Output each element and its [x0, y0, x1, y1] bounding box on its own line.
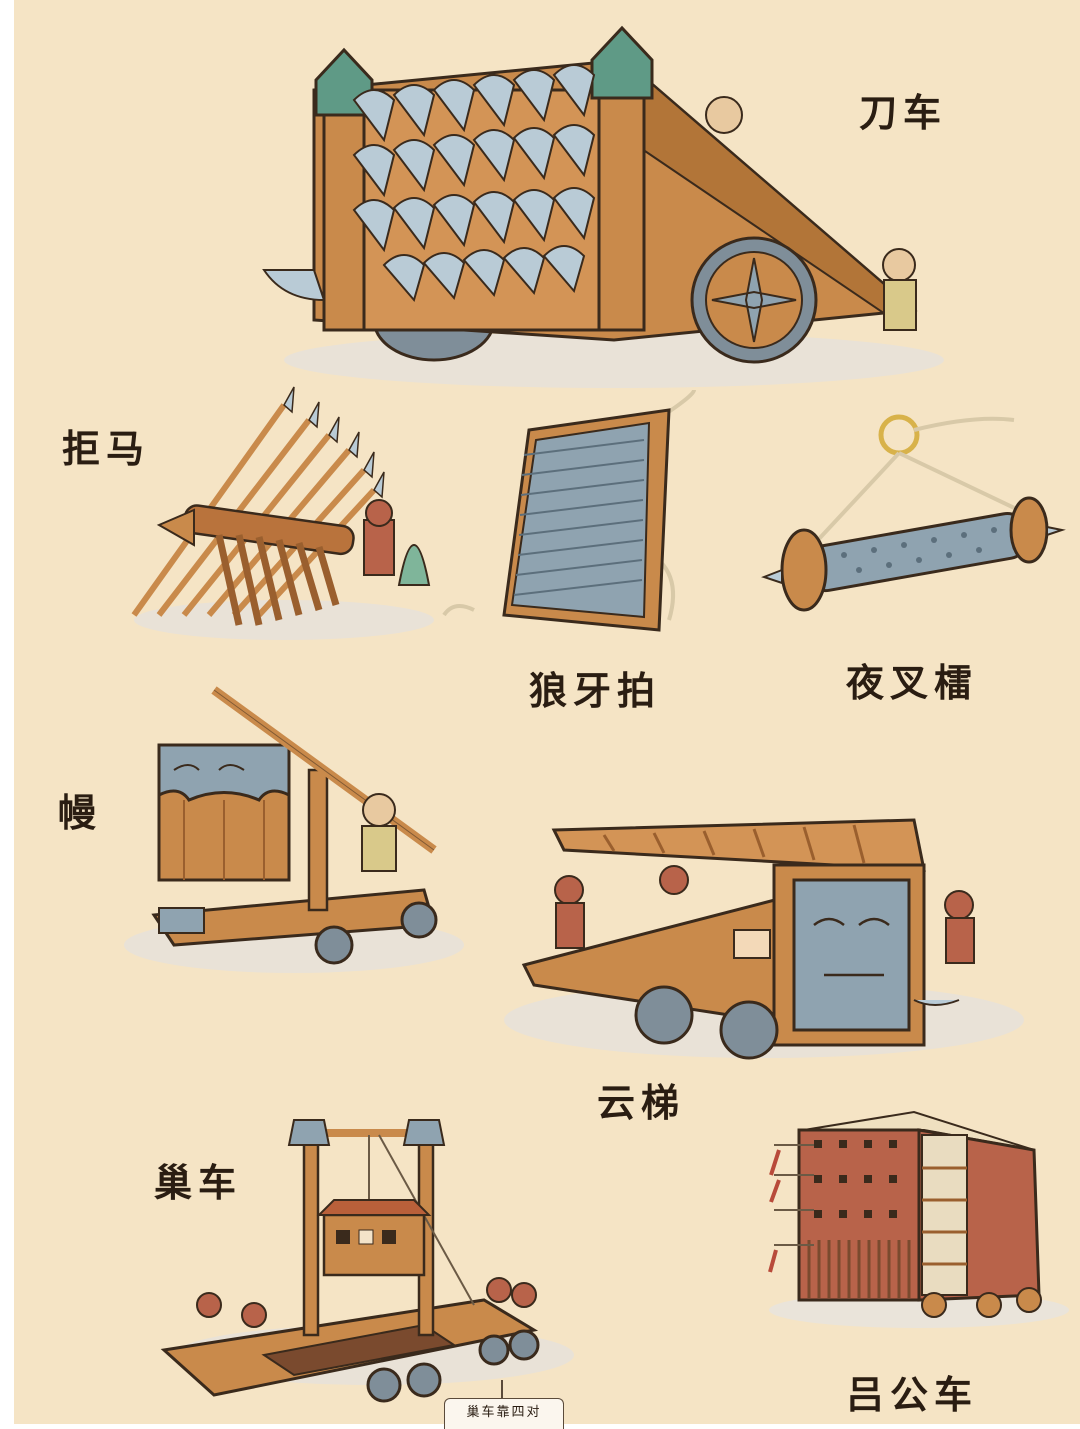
chao-che-illustration	[154, 1105, 574, 1403]
man-illustration	[114, 680, 474, 980]
label-lv-gong-che: 吕公车	[846, 1373, 979, 1417]
lang-ya-pai-illustration	[442, 385, 764, 645]
ye-cha-lei-illustration	[761, 405, 1066, 625]
label-lang-ya-pai: 狼牙拍	[529, 669, 662, 713]
lv-gong-che-illustration	[754, 1100, 1069, 1330]
callout-box: 巢车靠四对	[444, 1398, 564, 1429]
poster-canvas: 刀车 拒马	[14, 0, 1080, 1429]
dao-che-illustration	[254, 20, 954, 390]
label-man: 幔	[58, 791, 103, 835]
label-chao-che: 巢车	[154, 1161, 243, 1205]
label-ju-ma: 拒马	[62, 427, 151, 471]
label-ye-cha-lei: 夜叉檑	[846, 661, 979, 705]
label-dao-che: 刀车	[859, 91, 948, 135]
yun-ti-illustration	[494, 785, 1034, 1065]
label-yun-ti: 云梯	[597, 1081, 686, 1125]
callout-pointer	[501, 1380, 503, 1398]
ju-ma-illustration	[114, 385, 434, 645]
